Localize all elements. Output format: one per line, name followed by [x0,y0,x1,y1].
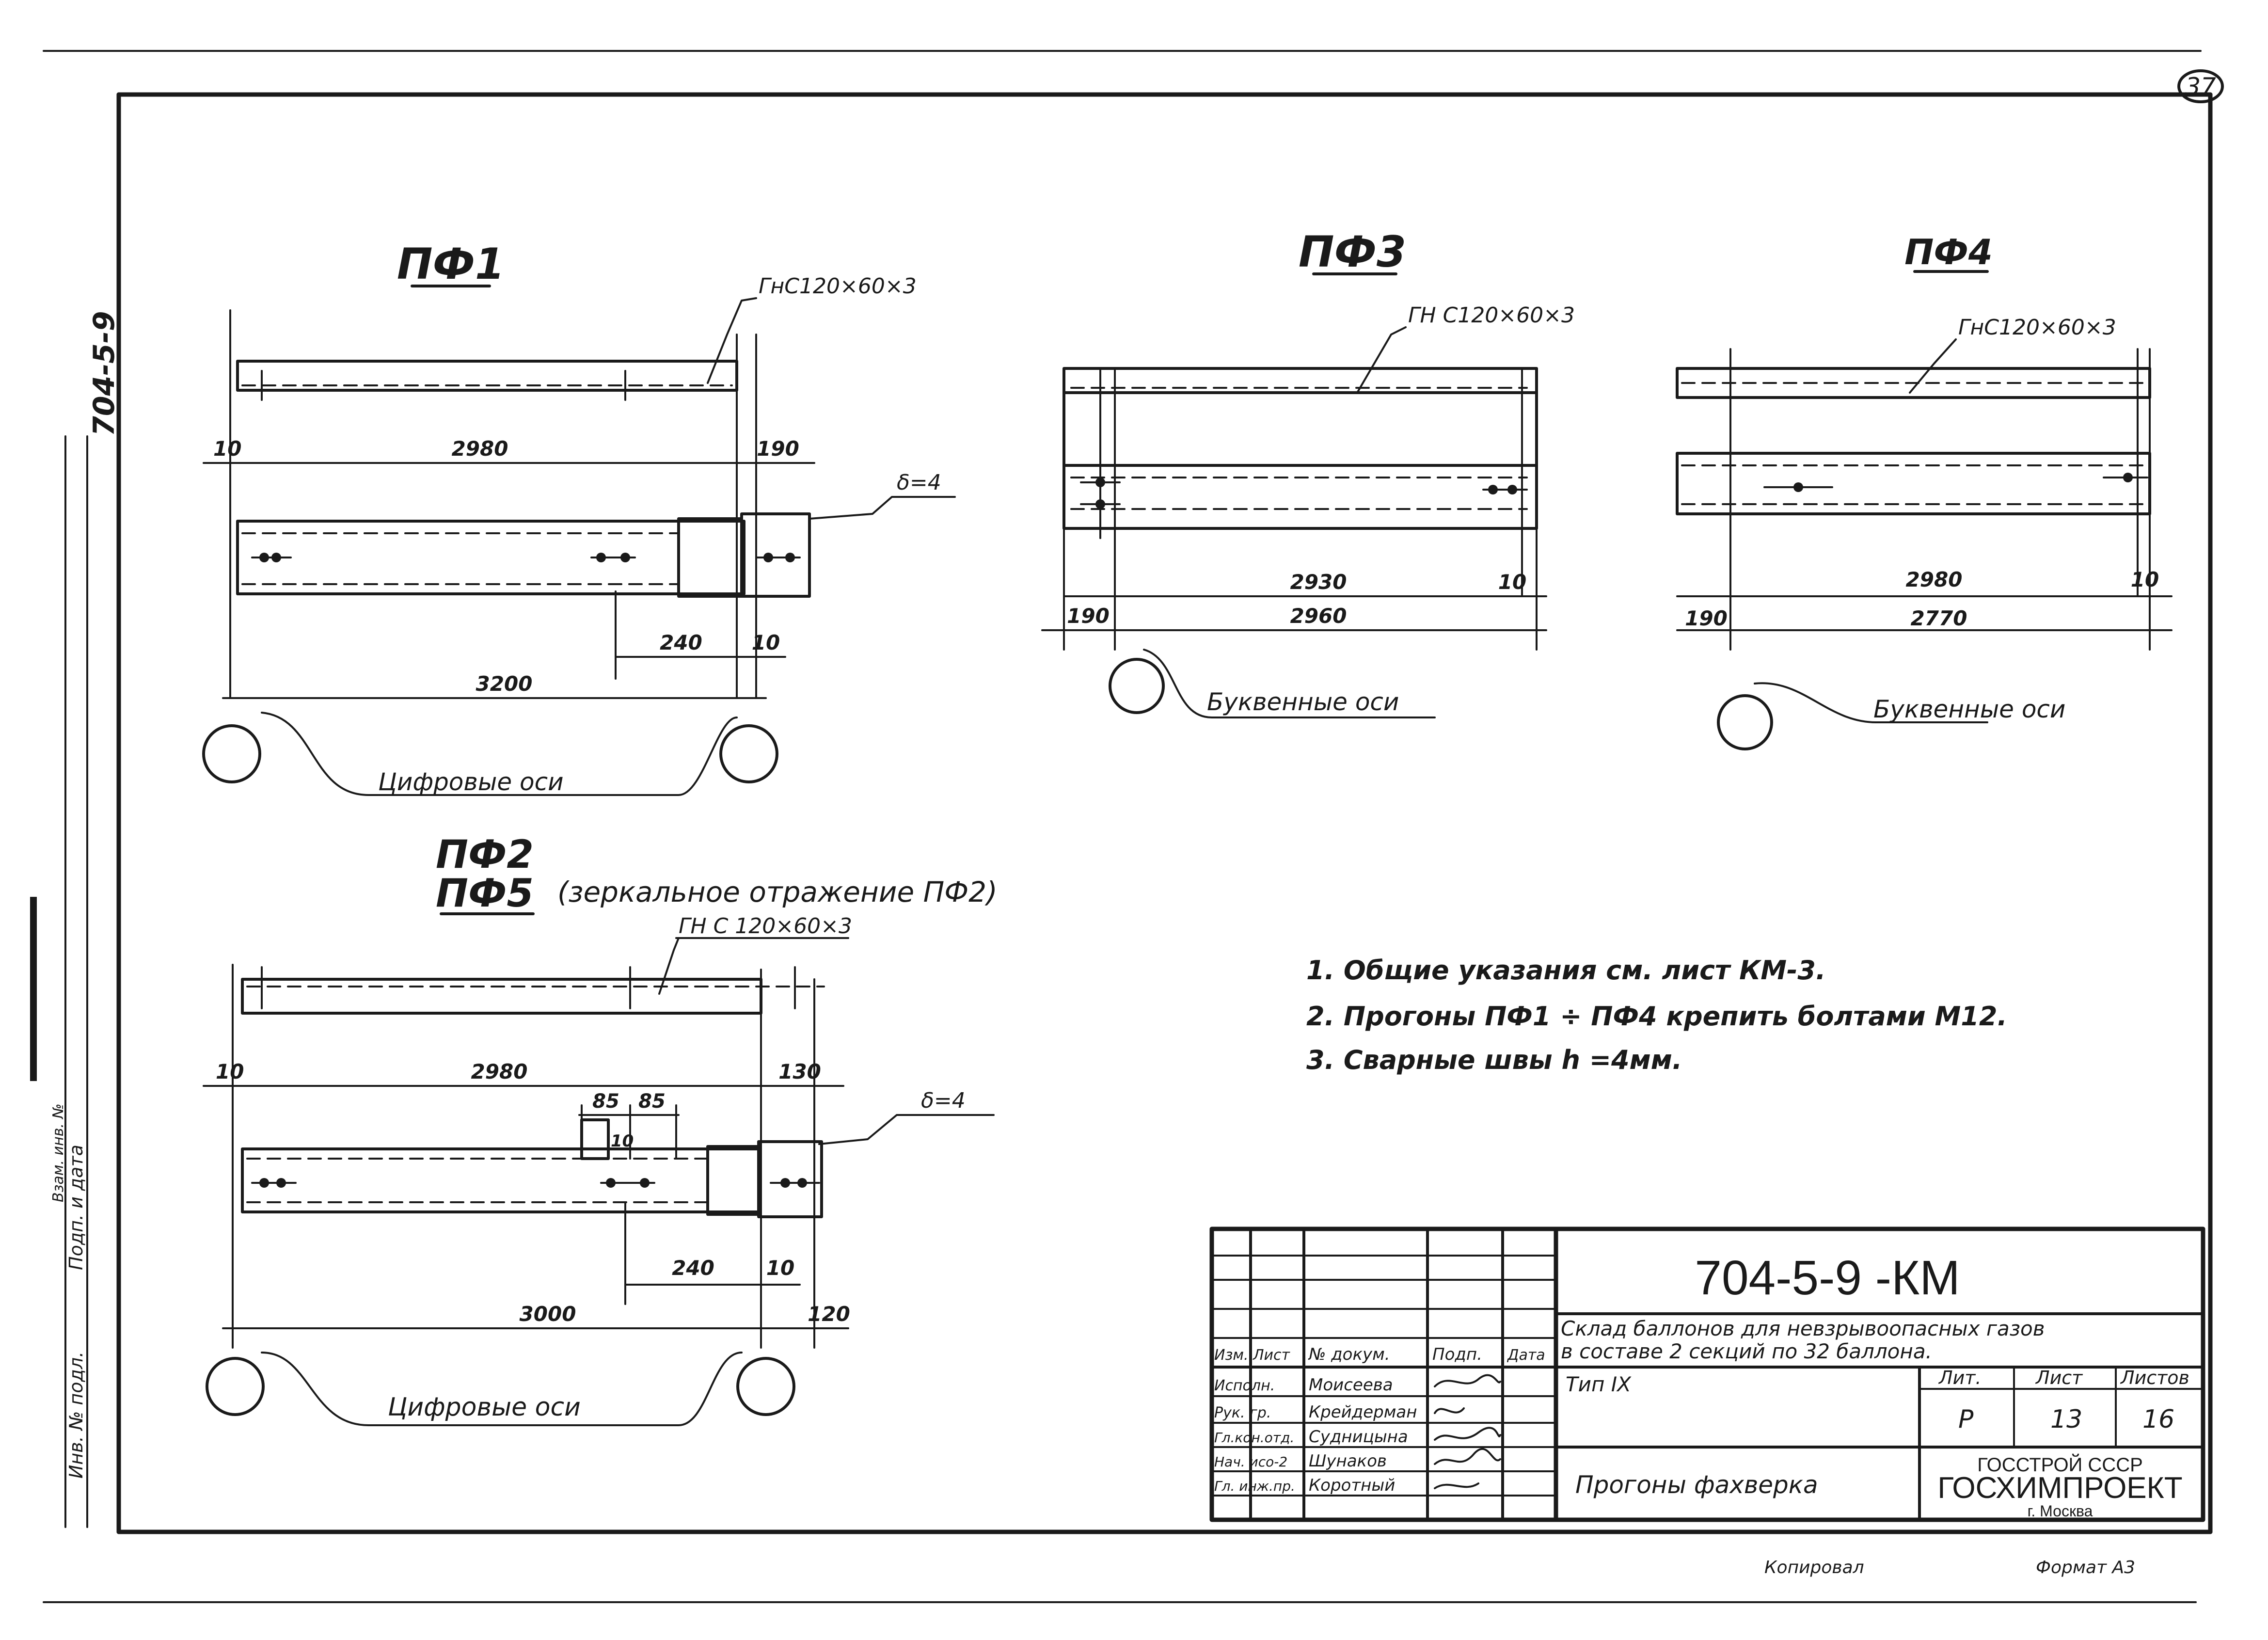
tb-stage: Р [1958,1405,1974,1434]
side-stamp: 704-5-9 [87,311,121,436]
margin-bar [30,897,37,1081]
pf3-axis-label: Буквенные оси [1207,688,1399,716]
pf4-profile: ГнС120×60×3 [1958,315,2116,340]
pf1-dim-right: 190 [757,437,799,461]
tb-role-2: Гл.кон.отд. [1214,1430,1294,1446]
note-2: 2. Прогоны ПФ1 ÷ ПФ4 крепить болтами М12… [1306,1001,2007,1032]
tb-name-4: Коротный [1309,1476,1395,1495]
tb-sheet-no: 13 [2050,1405,2082,1434]
tb-desc-1: Склад баллонов для невзрывоопасных газов [1561,1317,2045,1340]
pf5-title: ПФ5 [436,871,534,916]
pf2-dim-hole: 240 [672,1256,714,1280]
view-pf1: ПФ1 ГнС120×60×3 10 2980 190 δ=4 [202,239,956,796]
pf1-title: ПФ1 [397,239,505,289]
pf2-dim-right: 130 [778,1060,821,1083]
note-3: 3. Сварные швы h =4мм. [1306,1045,1682,1075]
pf3-profile: ГН С120×60×3 [1408,303,1575,328]
pf4-axis-label: Буквенные оси [1873,695,2065,723]
pf2-dim-b: 85 [638,1090,666,1113]
pf2-dim-end: 10 [766,1256,794,1280]
pf1-dim-end: 10 [752,631,780,654]
tb-name-0: Моисеева [1309,1375,1393,1395]
pf2-subtitle-note: (зеркальное отражение ПФ2) [557,876,998,908]
pf1-dim-main: 2980 [452,437,508,461]
tb-role-3: Нач. исо-2 [1214,1454,1287,1470]
note-1: 1. Общие указания см. лист КМ-3. [1306,955,1826,986]
pf2-dim-a: 85 [592,1090,619,1113]
view-pf4: ПФ4 ГнС120×60×3 2980 10 190 2770 Буквенн… [1676,232,2173,750]
pf4-title: ПФ4 [1904,232,1993,272]
tb-org-3: г. Москва [2028,1502,2093,1520]
pf2-dim-main: 2980 [471,1060,528,1083]
tb-name-2: Судницына [1309,1427,1408,1447]
pf1-profile: ГнС120×60×3 [759,274,917,299]
tb-desc-2: в составе 2 секций по 32 баллона. [1561,1339,1932,1363]
margin-inv-record: Инв. № подл. [65,1352,87,1479]
pf1-dim-hole: 240 [660,631,702,654]
tb-sheets-label: Листов [2120,1367,2189,1388]
pf3-dim-main: 2930 [1290,570,1347,594]
tb-type: Тип IX [1566,1372,1632,1396]
tb-sheet-label: Лист [2035,1367,2083,1388]
pf3-dim-total: 2960 [1290,604,1347,628]
pf3-dim-left: 190 [1067,604,1110,628]
pf2-plate: δ=4 [921,1088,966,1113]
sheet-number-badge: 37 [2177,69,2224,103]
signatures [1434,1374,1501,1489]
general-notes: 1. Общие указания см. лист КМ-3. 2. Прог… [1306,955,2007,1075]
tb-org-1: ГОССТРОЙ СССР [1977,1453,2143,1476]
pf1-plate: δ=4 [897,470,941,495]
pf1-dim-total: 3200 [476,672,533,696]
pf2-dim-total: 3000 [520,1302,576,1326]
pf4-dim-left: 190 [1685,606,1728,630]
pf2-dim-left: 10 [216,1060,244,1083]
footer-copied: Копировал [1764,1558,1864,1577]
pf2-dim-tail: 120 [808,1302,850,1326]
tb-hdr-0: Изм. [1214,1347,1249,1364]
pf4-dim-total: 2770 [1911,606,1967,630]
margin-signature: Подп. и дата [65,1145,87,1270]
tb-sheets-total: 16 [2142,1405,2174,1434]
title-block: 704-5-9 -КМ Склад баллонов для невзрывоо… [1209,1226,2205,1522]
view-pf2: ПФ2 ПФ5 (зеркальное отражение ПФ2) ГН С … [203,832,998,1426]
tb-hdr-4: Дата [1507,1347,1545,1364]
footer-format: Формат А3 [2036,1558,2135,1577]
tb-role-4: Гл. инж.пр. [1214,1478,1295,1494]
pf2-axis-label: Цифровые оси [388,1393,581,1422]
pf4-dim-end: 10 [2131,568,2159,591]
margin-replaced: Взам. инв. № [50,1103,67,1202]
pf3-dim-end: 10 [1498,570,1526,594]
tb-hdr-2: № докум. [1308,1345,1390,1364]
tb-stage-label: Лит. [1938,1367,1982,1388]
sheet-frame [43,50,2213,1603]
view-pf3: ПФ3 ГН С120×60×3 2930 10 190 2960 Буквен… [1041,227,1575,718]
tb-hdr-3: Подп. [1432,1345,1482,1364]
tb-role-1: Рук. гр. [1214,1404,1271,1421]
sheet-number: 37 [2185,73,2216,101]
tb-code: 704-5-9 -КМ [1695,1251,1960,1305]
tb-role-0: Исполн. [1214,1377,1275,1394]
pf1-dim-left: 10 [213,437,241,461]
pf2-title: ПФ2 [436,832,534,877]
tb-org-2: ГОСХИМПРОЕКТ [1937,1471,2182,1505]
pf4-dim-main: 2980 [1906,568,1963,591]
tb-hdr-1: Лист [1253,1347,1291,1364]
tb-name-1: Крейдерман [1309,1402,1417,1422]
pf3-title: ПФ3 [1299,227,1406,277]
tb-name-3: Шунаков [1309,1451,1387,1471]
tb-sheet-title: Прогоны фахверка [1575,1471,1818,1499]
pf1-axis-label: Цифровые оси [378,768,564,796]
pf2-profile: ГН С 120×60×3 [679,914,852,939]
